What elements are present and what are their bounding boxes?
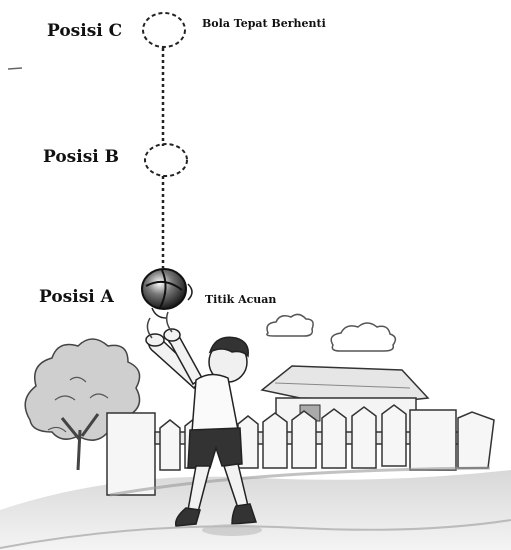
position-c-label: Posisi C xyxy=(47,21,123,41)
ball-position-a xyxy=(141,268,187,310)
cloud-small xyxy=(266,313,314,337)
ground xyxy=(0,470,511,550)
position-a-label: Posisi A xyxy=(39,287,114,307)
cloud-large xyxy=(330,322,397,352)
spin-mark-right xyxy=(187,283,193,301)
motion-lines xyxy=(146,311,173,339)
fence-shadow xyxy=(109,466,491,497)
position-b-label: Posisi B xyxy=(43,147,120,167)
spin-mark-bottom xyxy=(151,307,167,319)
ball-outline-position-c xyxy=(142,12,186,48)
ball-stops-note: Bola Tepat Berhenti xyxy=(202,17,326,30)
stray-mark xyxy=(7,67,23,70)
ground-edge xyxy=(0,519,511,549)
reference-point-note: Titik Acuan xyxy=(205,293,277,306)
boy xyxy=(145,328,262,536)
ball-outline-position-b xyxy=(144,143,188,177)
